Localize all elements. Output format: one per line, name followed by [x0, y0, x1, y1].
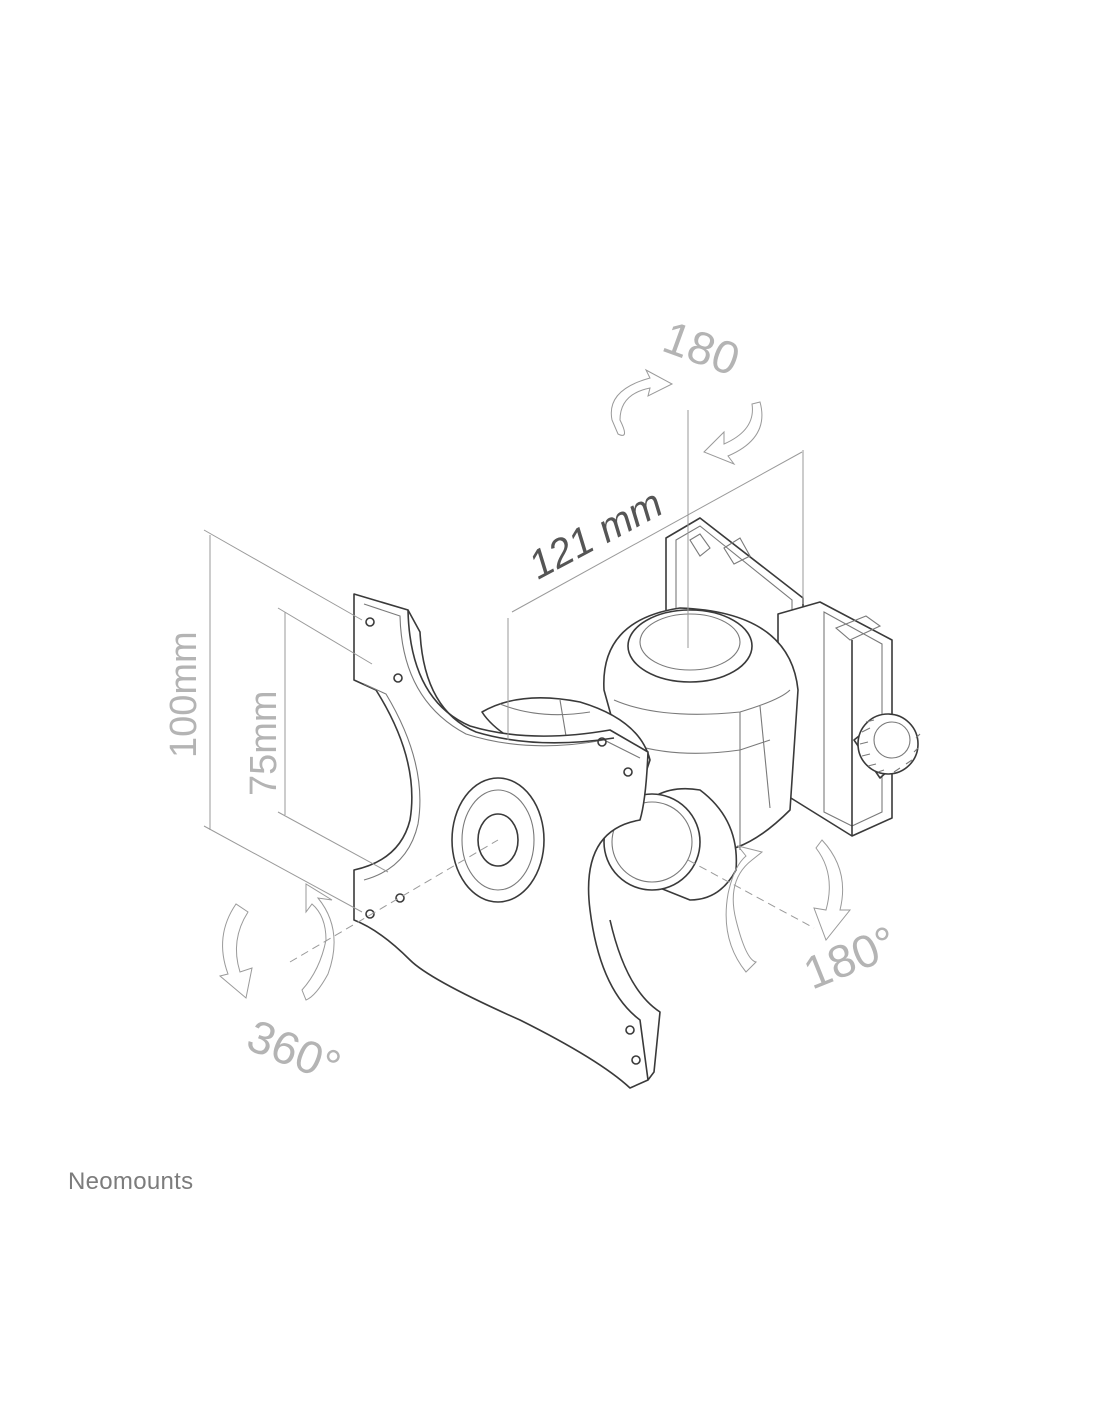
vesa-plate — [353, 593, 661, 1089]
tilt-angle-label: 180° — [796, 915, 904, 999]
brand-logo-text: Neomounts — [68, 1168, 194, 1195]
width-dimension-label: 121 mm — [522, 481, 670, 588]
tilt-arrow-icon — [725, 839, 852, 973]
swivel-arrow-icon — [610, 368, 763, 466]
dimension-lines — [203, 410, 815, 963]
tilt-joint — [603, 788, 738, 901]
rotation-angle-label: 360° — [240, 1009, 348, 1093]
clamp-knob — [853, 713, 921, 779]
upper-swivel-joint — [603, 607, 799, 853]
inner-height-label: 75mm — [243, 690, 285, 796]
rotate-arrow-icon — [218, 883, 335, 1001]
swivel-angle-label: 180 — [657, 311, 747, 386]
outer-height-label: 100mm — [163, 631, 205, 758]
